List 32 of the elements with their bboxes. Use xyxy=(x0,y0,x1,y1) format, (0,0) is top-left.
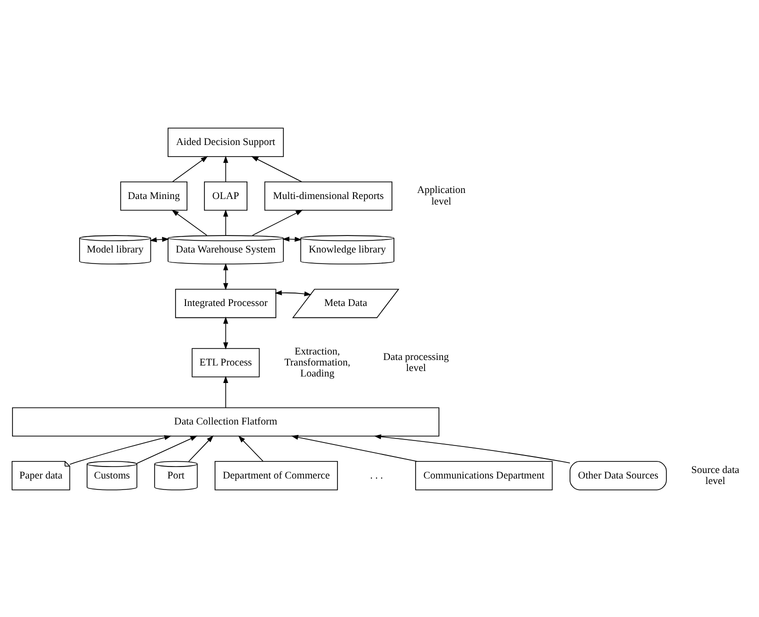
node-label: Extraction, Transformation, Loading xyxy=(284,346,350,379)
node-box: Aided Decision Support xyxy=(168,127,284,156)
label: . . . xyxy=(370,470,383,481)
node-box: ETL Process xyxy=(192,348,260,377)
arrow xyxy=(223,208,228,236)
arrow xyxy=(172,209,208,236)
arrow xyxy=(274,290,312,296)
arrow xyxy=(223,262,228,290)
arrow xyxy=(291,434,418,462)
arrow xyxy=(374,434,570,463)
arrow xyxy=(136,435,198,464)
arrow xyxy=(223,316,228,349)
arrow xyxy=(150,236,170,242)
arrow xyxy=(223,375,228,408)
label: Data processing level xyxy=(383,351,449,374)
node-box: Communications Department xyxy=(415,460,553,490)
node-box: Department of Commerce xyxy=(214,460,338,490)
node-box: Data Collection Flatform xyxy=(12,406,440,436)
arrow xyxy=(188,434,214,462)
arrow xyxy=(251,156,302,182)
label: Application level xyxy=(417,184,466,207)
node-box: OLAP xyxy=(204,180,248,210)
arrow xyxy=(69,434,172,464)
arrow xyxy=(238,435,264,462)
arrow xyxy=(252,209,303,236)
node-box: Integrated Processor xyxy=(175,288,276,318)
arrow xyxy=(223,155,228,182)
node-box: Data Mining xyxy=(120,180,188,210)
arrow xyxy=(172,156,208,182)
node-box: Other Data Sources xyxy=(570,460,667,490)
node-box: Multi-dimensional Reports xyxy=(264,180,392,210)
label: Source data level xyxy=(691,464,740,486)
